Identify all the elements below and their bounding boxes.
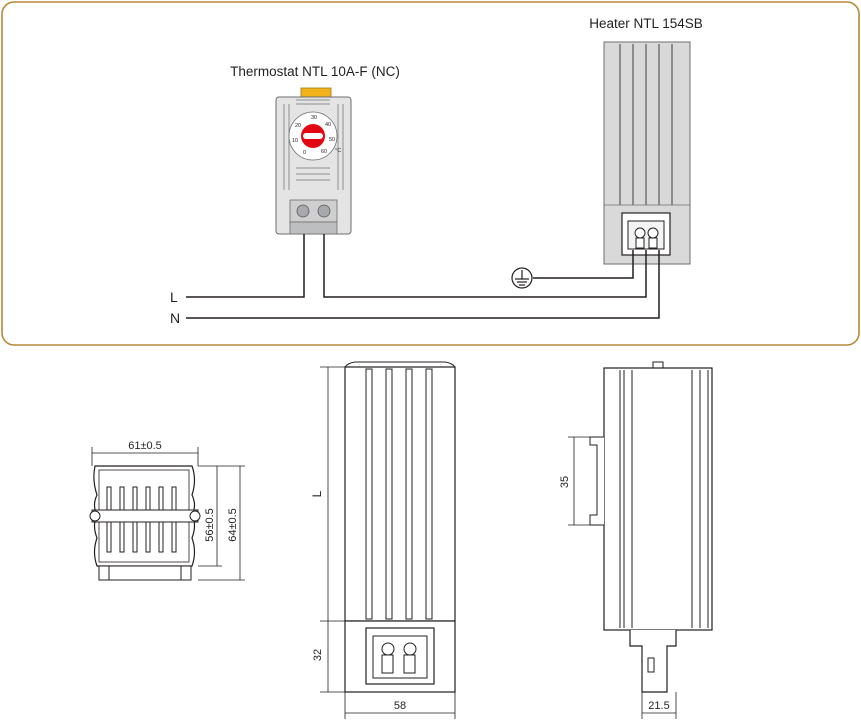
dial-tick-50: 50	[329, 137, 335, 143]
line-label-L: L	[170, 289, 178, 305]
dim-front-width: 61±0.5	[128, 440, 162, 452]
wiring-lines	[186, 234, 660, 319]
body-dimensions	[320, 366, 456, 719]
dial-tick-20: 20	[295, 123, 301, 129]
line-label-N: N	[170, 310, 180, 326]
thermostat-terminal-left	[296, 204, 310, 218]
dim-length: L	[310, 490, 324, 497]
dial-tick-40: 40	[325, 122, 331, 128]
wire-L	[186, 234, 305, 298]
thermostat-label: Thermostat NTL 10A-F (NC)	[230, 64, 400, 79]
dim-side-depth: 21.5	[648, 700, 669, 712]
body-view	[344, 361, 456, 693]
dial-tick-60: 60	[321, 149, 327, 155]
dim-body-width: 58	[394, 700, 406, 712]
dial-tick-0: 0	[303, 150, 306, 156]
dim-rail-height: 35	[559, 476, 571, 488]
heater	[603, 41, 691, 265]
front-dimensions	[91, 447, 245, 581]
dim-front-height-inner: 56±0.5	[204, 508, 216, 542]
dim-front-height-outer: 64±0.5	[227, 508, 239, 542]
wiring-panel-frame	[1, 1, 860, 346]
wire-N	[186, 250, 660, 319]
dial-tick-10: 10	[292, 138, 298, 144]
side-view	[589, 361, 713, 693]
dial-unit: °C	[335, 148, 341, 154]
thermostat: 30 40 50 60 0 10 20 °C	[275, 87, 352, 235]
ground-icon	[511, 267, 533, 289]
dim-connector-height: 32	[312, 649, 324, 661]
heater-label: Heater NTL 154SB	[589, 16, 703, 31]
side-dimensions	[568, 436, 677, 719]
thermostat-terminal-right	[317, 204, 331, 218]
front-view	[89, 465, 201, 581]
dial-tick-30: 30	[311, 115, 317, 121]
wire-thermostat-to-heater	[323, 234, 647, 298]
wire-ground	[533, 250, 634, 279]
